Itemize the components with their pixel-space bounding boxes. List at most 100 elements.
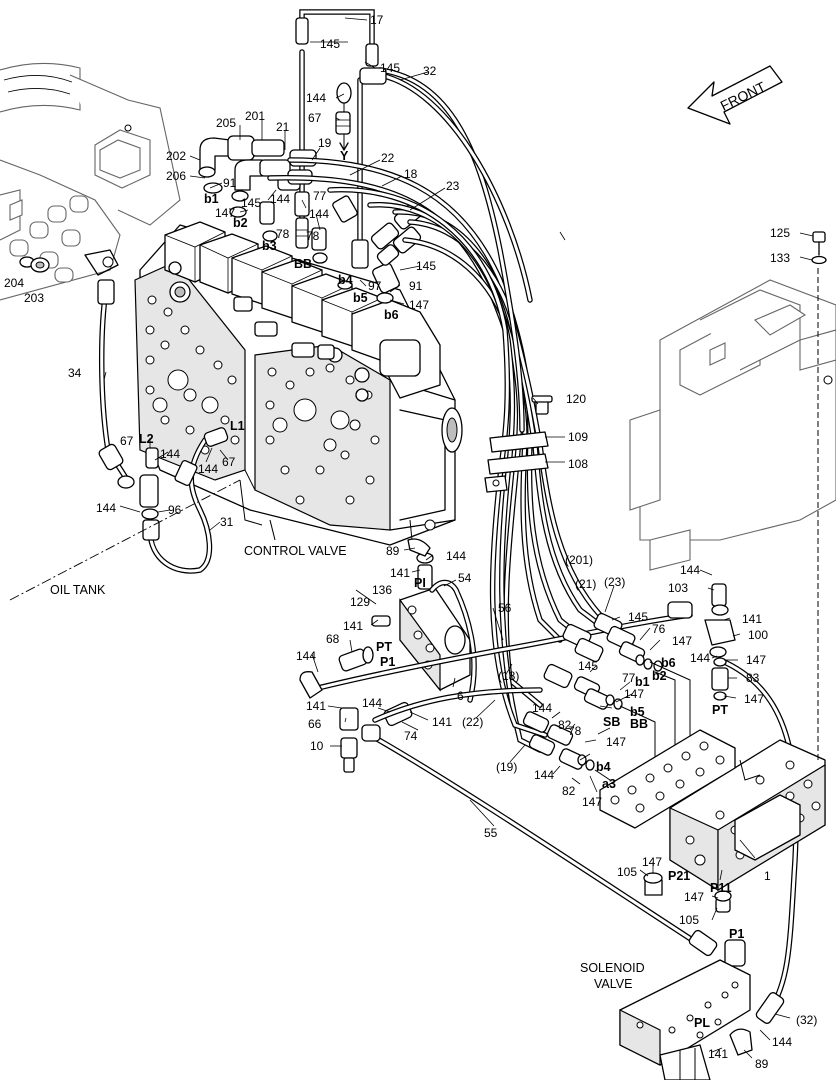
- part-number: 144: [680, 563, 700, 577]
- part-number: 202: [166, 149, 186, 163]
- right-side-frame: [629, 268, 836, 760]
- part-number: 147: [582, 795, 602, 809]
- port-label: b5: [630, 705, 645, 719]
- part-number: (19): [496, 760, 517, 774]
- port-label: b2: [652, 669, 667, 683]
- port-label: SB: [603, 715, 620, 729]
- part-number: 141: [742, 612, 762, 626]
- control-valve-caption: CONTROL VALVE: [244, 544, 347, 558]
- solenoid-valve-caption-line1: SOLENOID: [580, 961, 645, 975]
- part-number: 144: [532, 701, 552, 715]
- part-number: 76: [652, 622, 666, 636]
- part-number: 68: [326, 632, 340, 646]
- part-number: 145: [578, 659, 598, 673]
- part-number: 89: [386, 544, 400, 558]
- part-number: 19: [318, 136, 332, 150]
- part-number: 77: [313, 189, 327, 203]
- part-number: 91: [223, 176, 237, 190]
- port-label: b1: [635, 675, 650, 689]
- part-number: 145: [320, 37, 340, 51]
- part-number: 109: [568, 430, 588, 444]
- part-number: 125: [770, 226, 790, 240]
- bolt-125-washer-133: [811, 231, 827, 265]
- part-number: (32): [796, 1013, 817, 1027]
- part-number: 22: [381, 151, 395, 165]
- front-direction-arrow: FRONT: [687, 65, 783, 125]
- valve-pilot-caps: [164, 221, 441, 402]
- hose-32: [359, 67, 799, 1024]
- port-label: b2: [233, 216, 248, 230]
- part-number: 1: [764, 869, 771, 883]
- left-frame-fittings: [9, 195, 119, 283]
- part-number: 78: [306, 229, 320, 243]
- port-label: PT: [376, 640, 392, 654]
- part-number: 67: [222, 455, 236, 469]
- part-number: 55: [484, 826, 498, 840]
- port-label: PL: [694, 1016, 710, 1030]
- part-number: 201: [245, 109, 265, 123]
- part-number: 144: [690, 651, 710, 665]
- part-number: (201): [565, 553, 593, 567]
- solenoid-valve-caption-line2: VALVE: [594, 977, 632, 991]
- part-number: 147: [215, 206, 235, 220]
- part-number: 144: [270, 192, 290, 206]
- part-number: 144: [198, 462, 218, 476]
- pilot-pipe-17: [295, 9, 379, 67]
- port-label: b1: [204, 192, 219, 206]
- part-number: 17: [370, 13, 384, 27]
- part-number: 147: [624, 687, 644, 701]
- hose-34: [97, 279, 129, 481]
- port-label: b5: [353, 291, 368, 305]
- elbow-fittings-205-201: [198, 135, 317, 191]
- port-label: PI: [414, 576, 426, 590]
- part-number: 206: [166, 169, 186, 183]
- port-label: P1: [729, 927, 744, 941]
- hose-31: [142, 427, 229, 574]
- part-number: 105: [617, 865, 637, 879]
- part-number: 147: [746, 653, 766, 667]
- part-number: 147: [409, 298, 429, 312]
- part-number: 66: [308, 717, 322, 731]
- port-label: a3: [602, 777, 616, 791]
- leader-lines: [103, 17, 814, 1059]
- part-number: 144: [96, 501, 116, 515]
- part-number: 147: [744, 692, 764, 706]
- part-number: 32: [423, 64, 437, 78]
- part-number: 78: [276, 227, 290, 241]
- port-fittings-b1-b3: [203, 182, 400, 304]
- part-number: 89: [755, 1057, 769, 1071]
- manifold-back-plate: [599, 729, 736, 829]
- pipe-to-b5: [351, 77, 369, 269]
- part-number: 203: [24, 291, 44, 305]
- part-number: 205: [216, 116, 236, 130]
- part-number: 56: [498, 601, 512, 615]
- part-number: 144: [772, 1035, 792, 1049]
- hose-clamp-108-109: [484, 395, 553, 493]
- part-number: 147: [684, 890, 704, 904]
- port-label: b6: [661, 656, 676, 670]
- part-number: 144: [309, 207, 329, 221]
- port-label: b4: [596, 760, 611, 774]
- part-number: 82: [558, 718, 572, 732]
- port-label: BB: [630, 717, 648, 731]
- part-number: 133: [770, 251, 790, 265]
- part-number: 147: [606, 735, 626, 749]
- port-label: P21: [668, 869, 690, 883]
- part-number: 144: [534, 768, 554, 782]
- part-number: 120: [566, 392, 586, 406]
- tee-fitting-96: [117, 447, 159, 520]
- part-number: 54: [458, 571, 472, 585]
- part-number: 83: [746, 671, 760, 685]
- part-number: (22): [462, 715, 483, 729]
- part-number: 23: [446, 179, 460, 193]
- pilot-pipe-21: [294, 49, 310, 249]
- part-number: 103: [668, 581, 688, 595]
- part-number: 147: [642, 855, 662, 869]
- part-number: 145: [628, 610, 648, 624]
- part-number: 144: [446, 549, 466, 563]
- part-number: 31: [220, 515, 234, 529]
- main-control-valve: [134, 224, 463, 546]
- port-label: Y: [340, 149, 349, 163]
